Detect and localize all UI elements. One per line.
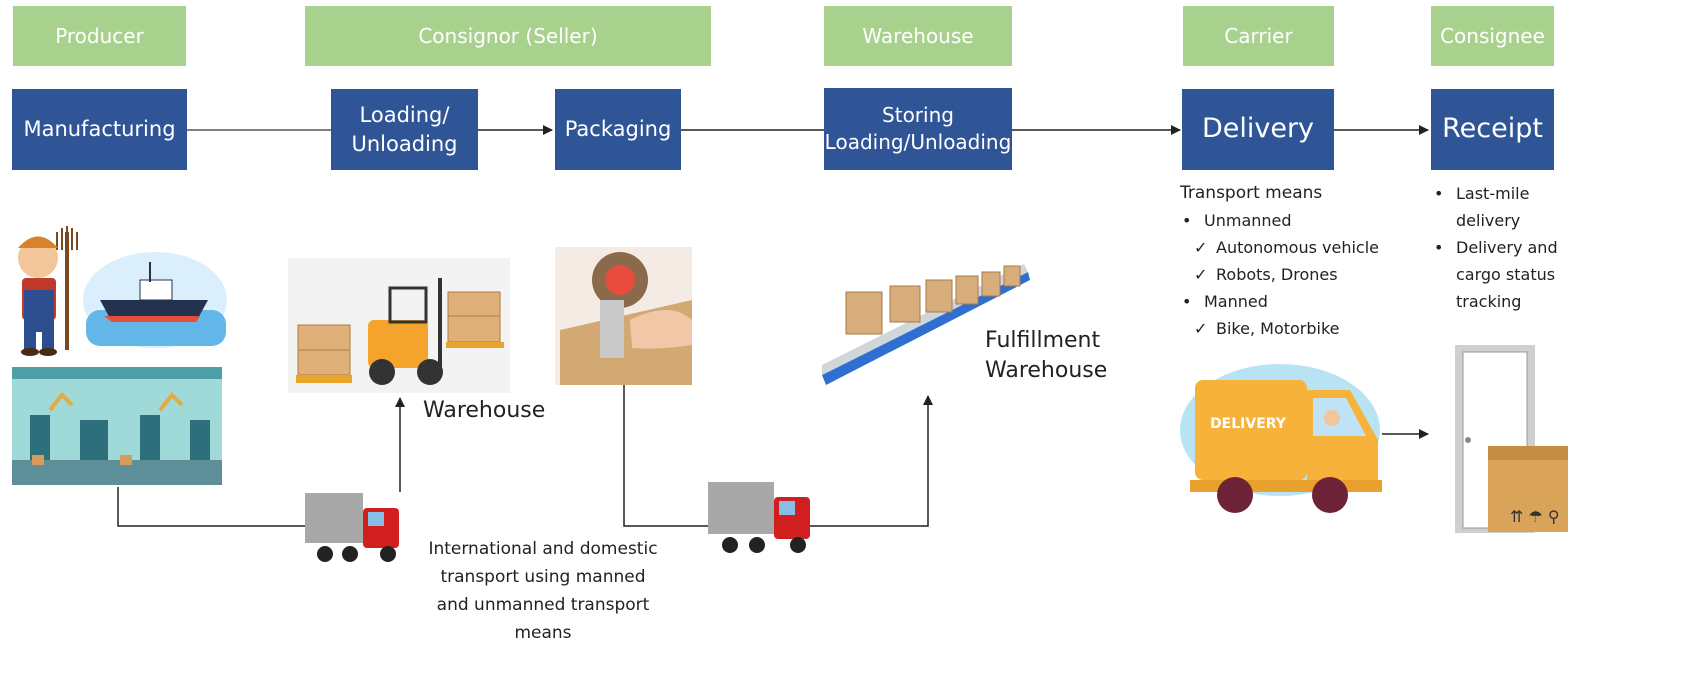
tape-dispenser-illustration xyxy=(555,247,692,385)
stage-receipt: Receipt xyxy=(1431,89,1554,170)
role-producer: Producer xyxy=(13,6,186,66)
transport-caption: International and domestic transport usi… xyxy=(412,535,674,647)
consignee-tracking: Delivery and cargo status tracking xyxy=(1432,234,1560,315)
role-consignor: Consignor (Seller) xyxy=(305,6,711,66)
carrier-robots: Robots, Drones xyxy=(1192,261,1380,288)
role-carrier: Carrier xyxy=(1183,6,1334,66)
truck-1-illustration xyxy=(305,493,399,562)
role-consignee: Consignee xyxy=(1431,6,1554,66)
fulfillment-warehouse-label: Fulfillment Warehouse xyxy=(985,326,1107,386)
stage-packaging: Packaging xyxy=(555,89,681,170)
carrier-autonomous: Autonomous vehicle xyxy=(1192,234,1380,261)
carrier-manned: Manned Bike, Motorbike xyxy=(1180,288,1380,342)
consignee-notes: Last-mile delivery Delivery and cargo st… xyxy=(1432,180,1560,315)
stage-manufacturing: Manufacturing xyxy=(12,89,187,170)
delivery-van-illustration: DELIVERY xyxy=(1180,364,1382,513)
forklift-illustration xyxy=(288,258,510,393)
truck-2-illustration xyxy=(708,482,810,553)
flow-packaging-to-truck2 xyxy=(623,385,710,527)
farmer-illustration xyxy=(18,226,78,356)
fulfillment-line1: Fulfillment xyxy=(985,328,1101,353)
fulfillment-line2: Warehouse xyxy=(985,358,1108,383)
door-parcel-illustration: ⇈ ☂ ⚲ xyxy=(1455,345,1568,533)
transport-caption-line3: and unmanned transport xyxy=(436,595,650,615)
fishing-boat-illustration xyxy=(83,252,227,348)
carrier-notes-title: Transport means xyxy=(1180,183,1323,203)
transport-caption-line4: means xyxy=(514,623,572,643)
transport-caption-line1: International and domestic xyxy=(428,539,658,559)
stage-loading-unloading: Loading/Unloading xyxy=(331,89,478,170)
conveyor-illustration xyxy=(822,264,1030,385)
carrier-bike: Bike, Motorbike xyxy=(1192,315,1380,342)
delivery-truck-text: DELIVERY xyxy=(1210,416,1287,432)
svg-text:⇈ ☂ ⚲: ⇈ ☂ ⚲ xyxy=(1510,507,1560,526)
flow-factory-to-truck1 xyxy=(117,487,305,527)
stage-delivery: Delivery xyxy=(1182,89,1334,170)
consignee-last-mile: Last-mile delivery xyxy=(1432,180,1560,234)
warehouse-label: Warehouse xyxy=(423,398,546,423)
transport-caption-line2: transport using manned xyxy=(440,567,646,587)
carrier-unmanned: Unmanned Autonomous vehicle Robots, Dron… xyxy=(1180,207,1380,288)
factory-illustration xyxy=(12,367,222,485)
flow-truck2-to-fulfillment xyxy=(810,395,933,527)
role-warehouse: Warehouse xyxy=(824,6,1012,66)
carrier-notes: Transport means Unmanned Autonomous vehi… xyxy=(1180,180,1380,342)
